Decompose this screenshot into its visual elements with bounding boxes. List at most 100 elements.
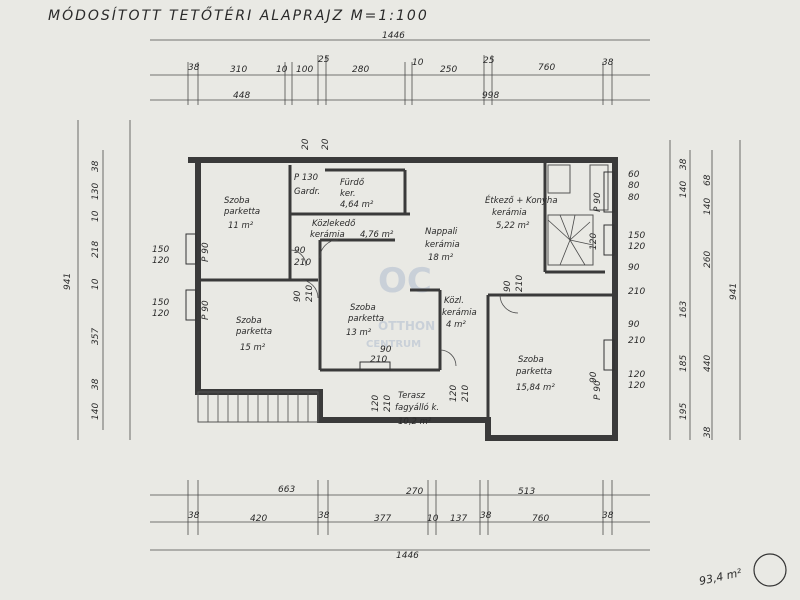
door-label-4: 210 <box>305 285 315 302</box>
bottom-row2-7: 38 <box>480 511 492 521</box>
room-1-area: 11 m² <box>228 221 254 231</box>
door-label-15: P 90 <box>593 192 603 212</box>
left-overall-dim: 941 <box>63 273 73 290</box>
room-5-floor: kerámia <box>425 240 460 250</box>
top-sub-left: 448 <box>233 91 250 101</box>
room-8-name: Szoba <box>350 303 376 313</box>
bottom-row1-2: 270 <box>406 487 423 497</box>
left-seg-3: 10 <box>91 210 101 222</box>
room-10-floor: parketta <box>515 367 552 377</box>
top-seg-6: 280 <box>352 65 369 75</box>
right-open-12: 90 <box>589 371 599 383</box>
right-mid-1: 38 <box>679 158 689 170</box>
door-label-5: 90 <box>380 345 392 355</box>
right-open-3: 80 <box>628 193 640 203</box>
right-mid-5: 440 <box>703 355 713 372</box>
top-seg-3: 10 <box>276 65 288 75</box>
room-5-name: Nappali <box>425 227 458 237</box>
corner-note: 93,4 m² <box>698 553 787 588</box>
windows <box>185 171 615 371</box>
left-opening-1: 150 <box>152 245 169 255</box>
top-seg-1: 38 <box>188 63 200 73</box>
right-outer-4: 941 <box>729 283 739 300</box>
right-mid-4: 185 <box>679 355 689 372</box>
left-dimensions: 941 38 130 10 218 10 357 38 140 150 120 … <box>63 120 169 440</box>
room-3-name: Fürdő <box>340 178 365 188</box>
right-open-6: 90 <box>628 263 640 273</box>
watermark-sub: CENTRUM <box>366 339 421 350</box>
interior-staircase <box>547 214 594 266</box>
right-open-11: 120 <box>628 381 645 391</box>
door-label-1: 90 <box>294 246 306 256</box>
door-label-14: P 90 <box>201 300 211 320</box>
room-7-floor: parketta <box>235 327 272 337</box>
room-6-area: 5,22 m² <box>496 221 530 231</box>
room-labels: Szoba parketta 11 m² P 130 Gardr. Fürdő … <box>223 173 558 427</box>
room-4-floor: kerámia <box>310 230 345 240</box>
bottom-row2-2: 420 <box>250 514 267 524</box>
room-7-name: Szoba <box>236 316 262 326</box>
door-label-16: P 90 <box>593 380 603 400</box>
room-3-area: 4,64 m² <box>340 200 374 210</box>
room-5-area: 18 m² <box>428 253 454 263</box>
bottom-row2-9: 38 <box>602 511 614 521</box>
right-mid-6: 195 <box>679 403 689 420</box>
top-seg-4: 100 <box>296 65 313 75</box>
room-7-area: 15 m² <box>240 343 266 353</box>
left-seg-6: 357 <box>91 328 101 345</box>
right-open-5: 120 <box>628 242 645 252</box>
bottom-row2-8: 760 <box>532 514 549 524</box>
exterior-staircase <box>197 391 319 423</box>
door-label-10: 210 <box>461 385 471 402</box>
left-opening-2: 120 <box>152 256 169 266</box>
right-open-9: 210 <box>628 336 645 346</box>
room-6-name: Étkező + Konyha <box>485 194 558 206</box>
watermark-oc-mark: OC <box>378 261 432 301</box>
room-2-floor: Gardr. <box>294 187 320 197</box>
room-11-name: Terasz <box>398 391 426 401</box>
top-seg-5: 25 <box>318 55 330 65</box>
door-labels: 90 210 90 210 90 210 90 210 120 210 120 … <box>201 192 603 412</box>
room-8-floor: parketta <box>347 314 384 324</box>
door-label-6: 210 <box>370 355 387 365</box>
door-label-8: 210 <box>515 275 525 292</box>
top-post-2: 20 <box>321 138 331 150</box>
door-label-11: 120 <box>371 395 381 412</box>
room-6-floor: kerámia <box>492 208 527 218</box>
door-label-13: P 90 <box>201 242 211 262</box>
left-seg-7: 38 <box>91 378 101 390</box>
right-open-8: 90 <box>628 320 640 330</box>
left-seg-8: 140 <box>91 403 101 420</box>
corner-circle-mark <box>753 553 787 587</box>
bottom-row1-1: 663 <box>278 485 295 495</box>
bottom-row1-3: 513 <box>518 487 535 497</box>
room-1-name: Szoba <box>224 196 250 206</box>
left-opening-4: 120 <box>152 309 169 319</box>
right-mid-3: 163 <box>679 301 689 318</box>
right-open-13: 120 <box>589 233 599 250</box>
room-8-area: 13 m² <box>346 328 372 338</box>
top-seg-7: 10 <box>412 58 424 68</box>
corner-area-note: 93,4 m² <box>698 566 743 588</box>
bottom-row2-3: 38 <box>318 511 330 521</box>
room-3-floor: ker. <box>340 189 356 199</box>
left-seg-1: 38 <box>91 160 101 172</box>
bottom-row2-5: 10 <box>427 514 439 524</box>
room-4-area: 4,76 m² <box>360 230 394 240</box>
top-seg-8: 250 <box>440 65 457 75</box>
room-10-area: 15,84 m² <box>516 383 555 393</box>
room-10-name: Szoba <box>518 355 544 365</box>
door-label-3: 90 <box>293 290 303 302</box>
watermark-logo: OC OTTHON CENTRUM <box>366 261 435 350</box>
top-overall-dim: 1446 <box>382 31 405 41</box>
bottom-dimensions: 663 270 513 38 420 38 377 10 137 38 760 … <box>150 480 650 561</box>
kitchen-counter <box>547 164 609 211</box>
room-4-name: Közlekedő <box>312 219 356 229</box>
top-seg-11: 38 <box>602 58 614 68</box>
door-label-12: 210 <box>383 395 393 412</box>
right-open-4: 150 <box>628 231 645 241</box>
top-seg-9: 25 <box>483 56 495 66</box>
room-11-floor: fagyálló k. <box>395 402 439 413</box>
right-open-1: 60 <box>628 170 640 180</box>
